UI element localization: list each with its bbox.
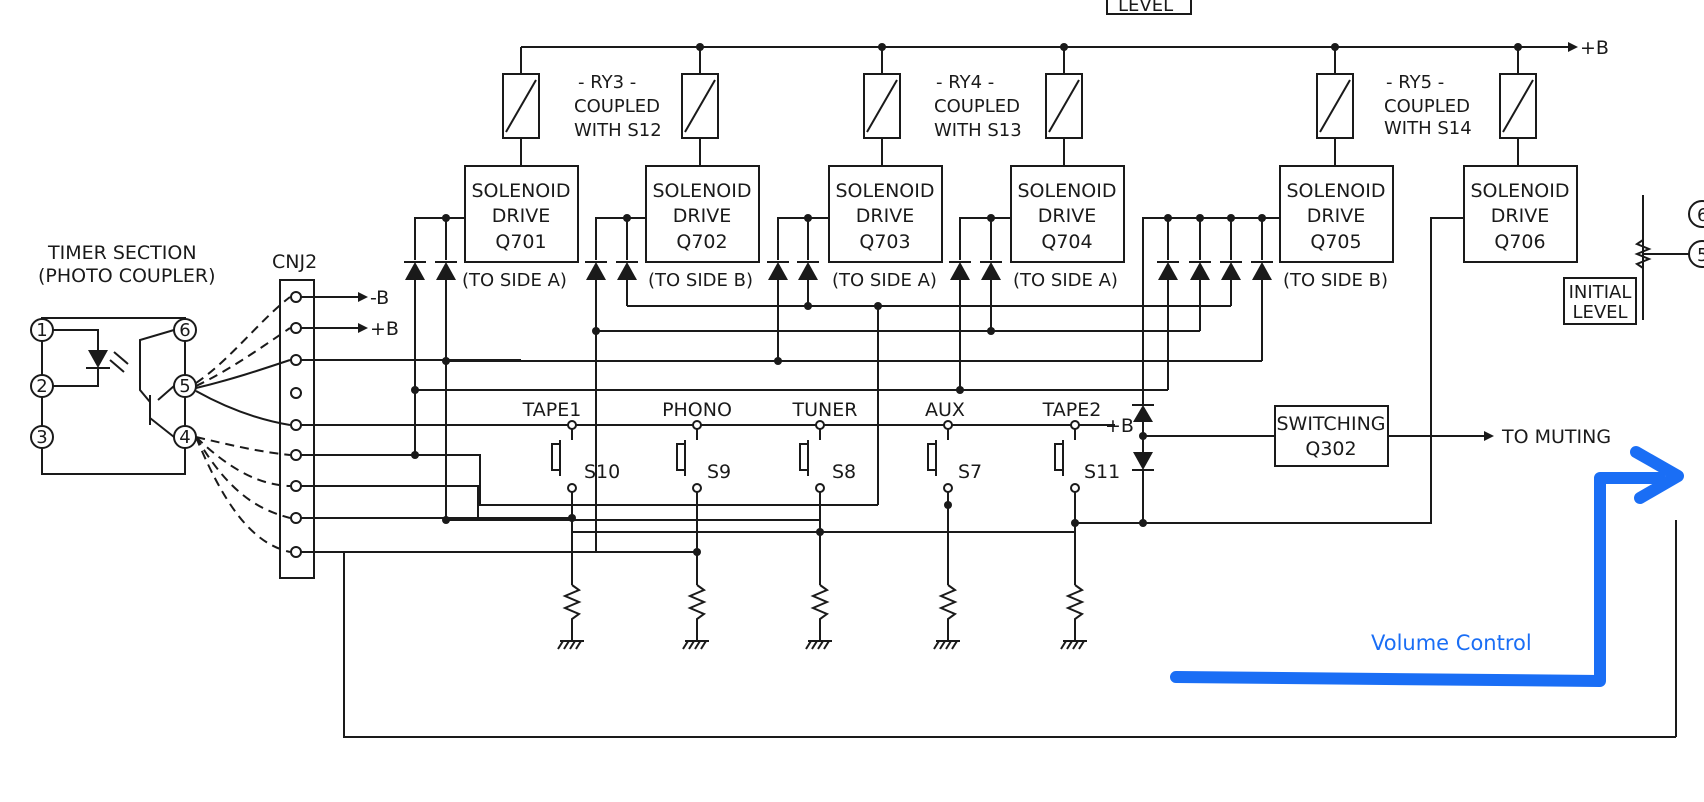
switch-phono: PHONO S9: [662, 399, 732, 585]
drive-line2: DRIVE: [1307, 205, 1365, 227]
pin-4: 4: [179, 427, 190, 448]
switching-line2: Q302: [1305, 438, 1356, 460]
diode-matrix: [404, 214, 1280, 552]
relay-name: - RY4 -: [936, 72, 994, 93]
switch-input: TAPE2: [1042, 399, 1102, 421]
q706-feed: [1075, 217, 1464, 524]
switch-ref: S11: [1084, 461, 1120, 483]
minus-b-label: -B: [370, 287, 389, 309]
solenoid-drive-q705: SOLENOID DRIVE Q705 (TO SIDE B): [1279, 165, 1394, 291]
drive-id: Q706: [1494, 231, 1545, 253]
relay-ry3-label: - RY3 - COUPLED WITH S12: [574, 72, 662, 141]
top-level-label: LEVEL: [1118, 0, 1173, 16]
switch-ref: S8: [832, 461, 856, 483]
switching-line1: SWITCHING: [1276, 413, 1385, 435]
pin-3: 3: [36, 427, 47, 448]
relay-coupled: COUPLED: [934, 96, 1020, 117]
annotation-arrow: [1170, 472, 1666, 687]
switch-input: TUNER: [792, 399, 858, 421]
pin-2: 2: [36, 376, 47, 397]
switch-ref: S9: [707, 461, 731, 483]
diode-supply-label: +B: [1105, 415, 1134, 437]
led-icon: [88, 350, 108, 368]
drive-line1: SOLENOID: [1017, 180, 1116, 202]
annotation-arrowhead-icon: [1630, 446, 1684, 504]
drive-line1: SOLENOID: [1470, 180, 1569, 202]
solenoid-drive-q704: SOLENOID DRIVE Q704 (TO SIDE A): [1010, 165, 1125, 291]
supply-label: +B: [1580, 37, 1609, 59]
connector-cnj2: CNJ2 -B +B: [272, 251, 1677, 738]
edge-pin-5: 5: [1697, 245, 1704, 266]
relay-name: - RY3 -: [578, 72, 636, 93]
switch-input: PHONO: [662, 399, 732, 421]
relay-coupled: COUPLED: [1384, 96, 1470, 117]
drive-line2: DRIVE: [856, 205, 914, 227]
drive-side: (TO SIDE A): [832, 270, 937, 291]
relay-coils: [502, 47, 1537, 166]
drive-side: (TO SIDE A): [462, 270, 567, 291]
switch-ref: S10: [584, 461, 620, 483]
switch-input: AUX: [925, 399, 965, 421]
drive-line2: DRIVE: [492, 205, 550, 227]
drive-id: Q701: [495, 231, 546, 253]
drive-id: Q704: [1041, 231, 1092, 253]
drive-id: Q703: [859, 231, 910, 253]
switch-aux: AUX S7: [925, 399, 982, 585]
switch-input: TAPE1: [522, 399, 582, 421]
drive-side: (TO SIDE A): [1013, 270, 1118, 291]
muting-diodes: +B: [1105, 400, 1275, 527]
initial-level: INITIAL LEVEL 6 5: [1563, 195, 1704, 325]
drive-line2: DRIVE: [673, 205, 731, 227]
relay-coupled: COUPLED: [574, 96, 660, 117]
timer-connections: [195, 296, 291, 553]
drive-side: (TO SIDE B): [1283, 270, 1388, 291]
switch-tape1: TAPE1 S10: [522, 399, 620, 585]
relay-with: WITH S12: [574, 120, 662, 141]
relay-ry5-label: - RY5 - COUPLED WITH S14: [1384, 72, 1472, 139]
supply-rail: [521, 42, 1578, 52]
timer-title: TIMER SECTION: [47, 242, 197, 264]
relay-name: - RY5 -: [1386, 72, 1444, 93]
switch-tuner: TUNER S8: [792, 399, 858, 585]
drive-line1: SOLENOID: [835, 180, 934, 202]
pin-6: 6: [179, 320, 190, 341]
solenoid-drive-q701: SOLENOID DRIVE Q701 (TO SIDE A): [462, 165, 579, 291]
top-level-box: [1106, 0, 1192, 15]
timer-section: TIMER SECTION (PHOTO COUPLER) 1 2 3 6 5 …: [30, 242, 216, 475]
timer-subtitle: (PHOTO COUPLER): [38, 265, 216, 287]
initial-line2: LEVEL: [1572, 302, 1627, 323]
switching-q302: SWITCHING Q302 TO MUTING: [1274, 405, 1611, 467]
volume-control-annotation: Volume Control: [1170, 446, 1684, 687]
pin-5: 5: [179, 376, 190, 397]
solenoid-drive-q706: SOLENOID DRIVE Q706: [1463, 165, 1578, 263]
relay-with: WITH S13: [934, 120, 1022, 141]
initial-line1: INITIAL: [1569, 282, 1632, 303]
drive-id: Q705: [1310, 231, 1361, 253]
to-muting-label: TO MUTING: [1501, 426, 1611, 448]
drive-line2: DRIVE: [1491, 205, 1549, 227]
edge-pin-6: 6: [1697, 205, 1704, 226]
drive-id: Q702: [676, 231, 727, 253]
relay-ry4-label: - RY4 - COUPLED WITH S13: [934, 72, 1022, 141]
switch-ref: S7: [958, 461, 982, 483]
drive-side: (TO SIDE B): [648, 270, 753, 291]
relay-with: WITH S14: [1384, 118, 1472, 139]
connector-label: CNJ2: [272, 251, 317, 273]
drive-line2: DRIVE: [1038, 205, 1096, 227]
solenoid-drive-q703: SOLENOID DRIVE Q703 (TO SIDE A): [828, 165, 943, 291]
solenoid-drive-q702: SOLENOID DRIVE Q702 (TO SIDE B): [645, 165, 760, 291]
drive-line1: SOLENOID: [652, 180, 751, 202]
plus-b-label: +B: [370, 318, 399, 340]
switch-tape2: TAPE2 S11: [1042, 399, 1120, 585]
pin-1: 1: [36, 320, 47, 341]
annotation-label: Volume Control: [1371, 631, 1532, 655]
drive-line1: SOLENOID: [471, 180, 570, 202]
drive-line1: SOLENOID: [1286, 180, 1385, 202]
input-resistors: [557, 584, 1087, 650]
